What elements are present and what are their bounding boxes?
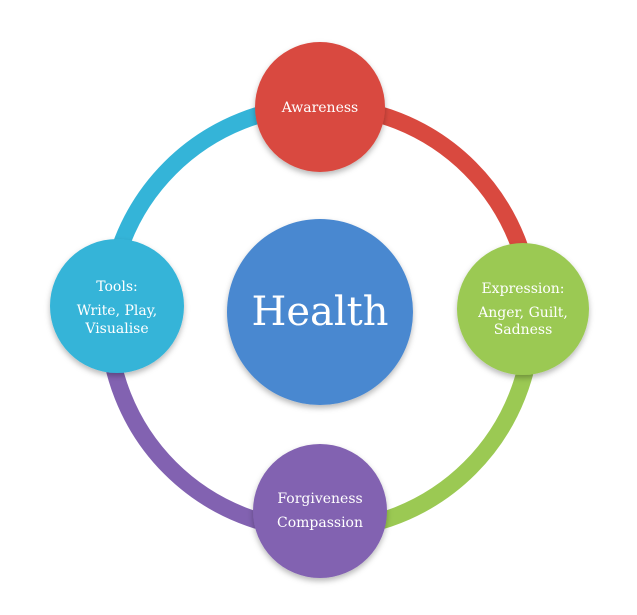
center-label: Health xyxy=(251,289,388,335)
center-node-health: Health xyxy=(227,219,413,405)
node-tools-label-line-2: Write, Play, xyxy=(77,303,158,319)
node-tools: Tools: Write, Play, Visualise xyxy=(50,239,184,373)
node-awareness-circle xyxy=(255,42,385,172)
node-forgiveness-circle xyxy=(253,444,387,578)
node-expression-label-line-3: Sadness xyxy=(494,322,553,338)
node-forgiveness-label-line-2: Compassion xyxy=(277,515,363,531)
node-tools-label-line-1: Tools: xyxy=(96,279,138,295)
node-forgiveness-label-line-1: Forgiveness xyxy=(277,491,362,507)
node-expression-label-line-1: Expression: xyxy=(481,281,564,297)
node-forgiveness: Forgiveness Compassion xyxy=(253,444,387,578)
node-tools-circle xyxy=(50,239,184,373)
node-expression: Expression: Anger, Guilt, Sadness xyxy=(457,243,589,375)
node-expression-circle xyxy=(457,243,589,375)
center-circle xyxy=(227,219,413,405)
node-expression-label-line-2: Anger, Guilt, xyxy=(477,305,568,321)
node-tools-label-line-3: Visualise xyxy=(84,321,148,337)
node-awareness: Awareness xyxy=(255,42,385,172)
node-awareness-label: Awareness xyxy=(281,100,358,116)
